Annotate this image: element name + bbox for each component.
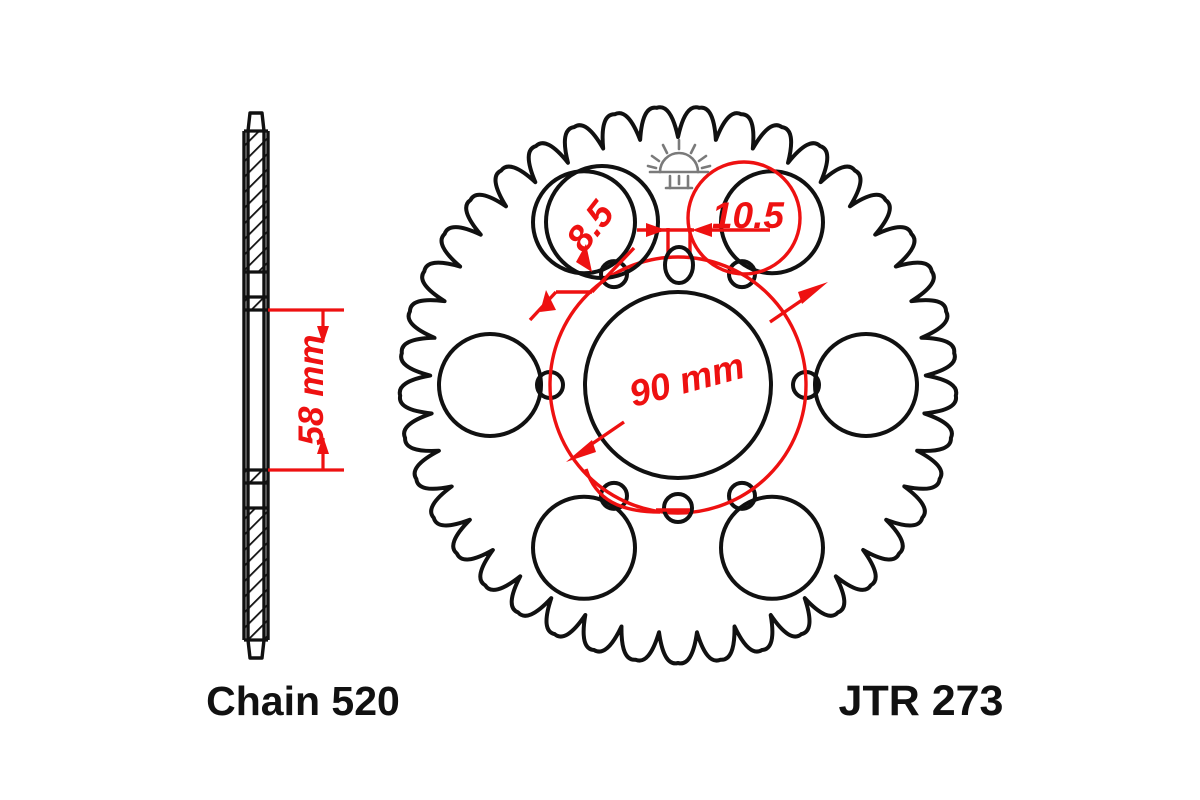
chain-caption: Chain 520: [206, 678, 400, 724]
bolt-circle-reference: [548, 255, 808, 515]
part-number-caption: JTR 273: [839, 677, 1004, 725]
thickness-dimension-label: 58 mm: [292, 335, 331, 446]
side-step-lines: [244, 129, 268, 642]
top-pin-hole: [663, 245, 695, 285]
lightening-hole: [437, 332, 543, 438]
arrowhead-up: [317, 436, 329, 454]
lightening-hole: [813, 332, 919, 438]
bolt-hole: [727, 480, 757, 511]
arrowhead-8p5-inner: [576, 244, 592, 272]
lightening-hole: [719, 494, 825, 601]
sprocket-teeth-ring: [397, 105, 959, 666]
side-profile-view: 58 mm: [242, 111, 344, 660]
center-bore: [583, 290, 773, 480]
center-hole-dimension-label: 10.5: [712, 195, 785, 236]
sunrise-logo: [646, 138, 712, 190]
callout-circle-10p5: [686, 160, 802, 276]
dim90-arrowhead-left: [566, 440, 596, 462]
callout-circle-8p5: [544, 164, 660, 280]
dimension-thickness-58mm: 58 mm: [268, 308, 344, 472]
arrowhead-8p5-outer: [540, 290, 556, 312]
arrowhead-10p5-left: [692, 223, 712, 237]
leader-8p5-upper: [590, 246, 636, 294]
lower-detail-hole: [662, 492, 694, 524]
dim90-arrowhead-right: [798, 282, 828, 304]
leader-lower-bolt-hole: [584, 468, 661, 514]
arrowhead-10p5-right: [646, 223, 666, 237]
arrowhead-down: [317, 326, 329, 344]
lightening-hole: [531, 494, 637, 601]
